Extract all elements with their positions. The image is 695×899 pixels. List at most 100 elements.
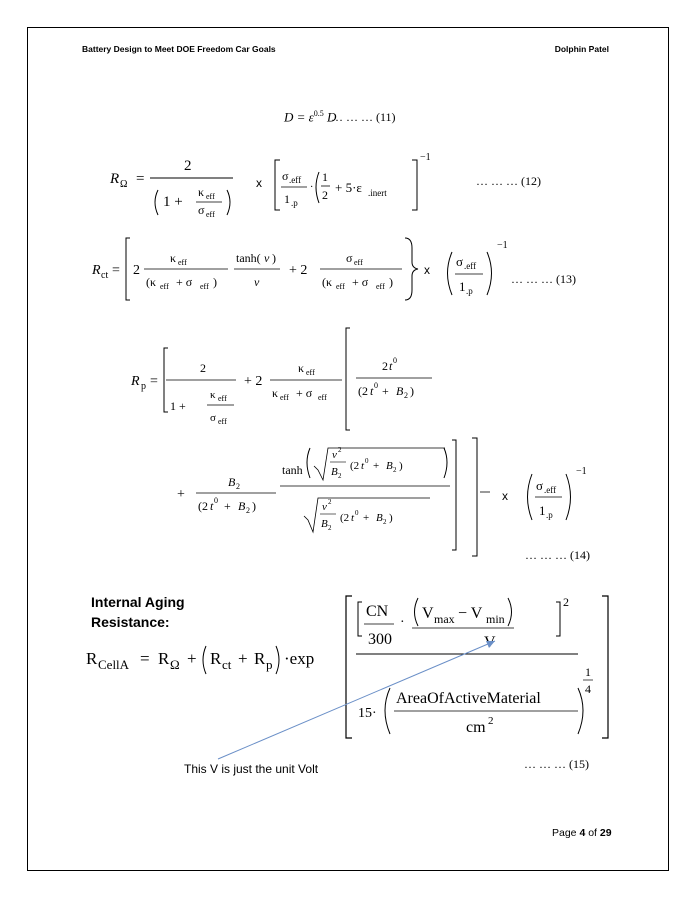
svg-text:1 +: 1 + bbox=[170, 399, 186, 413]
svg-text:σ: σ bbox=[346, 251, 353, 265]
svg-text:): ) bbox=[399, 460, 403, 472]
svg-text:κ: κ bbox=[170, 251, 176, 265]
eq14-label: … … … (14) bbox=[525, 548, 590, 562]
svg-text:σ: σ bbox=[456, 254, 463, 269]
svg-text:.p: .p bbox=[466, 286, 473, 296]
svg-text:=: = bbox=[150, 374, 158, 389]
svg-text:+: + bbox=[373, 460, 379, 472]
svg-text:eff: eff bbox=[200, 282, 209, 291]
svg-text:+ 2: + 2 bbox=[289, 263, 307, 278]
page-border bbox=[27, 27, 669, 871]
eq12-label: … … … (12) bbox=[476, 174, 541, 188]
svg-text:eff: eff bbox=[354, 258, 363, 267]
svg-text:Ω: Ω bbox=[120, 179, 127, 190]
svg-text:1: 1 bbox=[585, 665, 591, 679]
svg-text:eff: eff bbox=[280, 393, 289, 402]
svg-text:B: B bbox=[386, 460, 393, 472]
svg-text:t: t bbox=[351, 512, 355, 524]
svg-text:σ: σ bbox=[198, 203, 205, 217]
svg-text:B: B bbox=[228, 475, 236, 489]
svg-text:=: = bbox=[140, 649, 150, 668]
svg-text:eff: eff bbox=[376, 282, 385, 291]
svg-text:σ: σ bbox=[536, 478, 543, 493]
svg-text:−1: −1 bbox=[576, 466, 587, 477]
section-heading-line2: Resistance: bbox=[91, 614, 170, 630]
svg-text:0: 0 bbox=[365, 457, 369, 465]
svg-text:+: + bbox=[382, 384, 389, 398]
svg-text:eff: eff bbox=[206, 192, 215, 201]
svg-text:): ) bbox=[213, 275, 217, 289]
svg-text:): ) bbox=[389, 512, 393, 524]
svg-text:2: 2 bbox=[200, 361, 206, 375]
svg-text:R: R bbox=[158, 649, 170, 668]
svg-text:2: 2 bbox=[338, 446, 342, 454]
section-heading-line1: Internal Aging bbox=[91, 594, 185, 610]
svg-text:2: 2 bbox=[328, 498, 332, 506]
svg-text:300: 300 bbox=[368, 631, 392, 648]
svg-text:ν: ν bbox=[332, 449, 337, 461]
svg-text:κ: κ bbox=[198, 185, 204, 199]
svg-text:+ 2: + 2 bbox=[244, 374, 262, 389]
svg-text:1: 1 bbox=[539, 503, 546, 518]
svg-text:.p: .p bbox=[291, 198, 298, 208]
svg-text:σ: σ bbox=[282, 169, 289, 183]
section-heading: Internal Aging Resistance: bbox=[91, 592, 185, 632]
svg-text:−1: −1 bbox=[497, 240, 508, 251]
svg-text:ct: ct bbox=[222, 657, 232, 672]
svg-text:ν: ν bbox=[264, 251, 270, 265]
svg-text:2: 2 bbox=[393, 466, 397, 474]
svg-text:15·: 15· bbox=[358, 706, 377, 721]
svg-text:2: 2 bbox=[322, 188, 328, 202]
annotation-arrow bbox=[217, 640, 496, 760]
svg-text:κ: κ bbox=[210, 389, 216, 401]
svg-text:κ: κ bbox=[272, 386, 278, 400]
svg-text:t: t bbox=[370, 384, 374, 398]
svg-text:eff: eff bbox=[160, 282, 169, 291]
svg-text:+: + bbox=[363, 512, 369, 524]
svg-text:p: p bbox=[266, 657, 273, 672]
svg-text:2: 2 bbox=[488, 715, 494, 727]
svg-text:ν: ν bbox=[254, 275, 260, 289]
svg-text:ν: ν bbox=[322, 501, 327, 513]
svg-text:R: R bbox=[254, 649, 266, 668]
svg-text:2: 2 bbox=[246, 506, 250, 515]
page-number: Page 4 of 29 bbox=[552, 827, 612, 839]
svg-text:+ σ: + σ bbox=[176, 275, 193, 289]
eq13-label: … … … (13) bbox=[511, 272, 576, 286]
svg-text:t: t bbox=[361, 460, 365, 472]
svg-text:·: · bbox=[400, 615, 405, 630]
svg-text:B: B bbox=[376, 512, 383, 524]
eq11-label: … … … (11) bbox=[331, 110, 396, 124]
svg-text:0: 0 bbox=[214, 496, 218, 505]
svg-text:B: B bbox=[321, 518, 328, 530]
svg-text:+: + bbox=[177, 487, 185, 502]
svg-text:(κ: (κ bbox=[322, 275, 332, 289]
svg-text:+ σ: + σ bbox=[296, 386, 313, 400]
svg-text:CellA: CellA bbox=[98, 657, 130, 672]
svg-text:.p: .p bbox=[546, 510, 553, 520]
svg-text:R: R bbox=[91, 263, 101, 278]
svg-text:x: x bbox=[502, 489, 508, 503]
svg-text:−1: −1 bbox=[420, 152, 431, 163]
annotation-arrowhead bbox=[486, 641, 495, 648]
svg-text:): ) bbox=[252, 499, 256, 513]
svg-text:2: 2 bbox=[383, 518, 387, 526]
svg-text:(2: (2 bbox=[198, 499, 208, 513]
svg-text:p: p bbox=[141, 381, 146, 392]
svg-text:2: 2 bbox=[563, 595, 569, 609]
svg-text:eff: eff bbox=[206, 210, 215, 219]
svg-text:=: = bbox=[136, 171, 144, 187]
svg-text:+: + bbox=[224, 499, 231, 513]
svg-text:x: x bbox=[256, 176, 262, 190]
svg-text:R: R bbox=[86, 649, 98, 668]
svg-text:R: R bbox=[130, 374, 140, 389]
svg-text:.eff: .eff bbox=[289, 175, 301, 185]
svg-text:(2: (2 bbox=[340, 512, 349, 524]
svg-text:): ) bbox=[389, 275, 393, 289]
svg-text:B: B bbox=[396, 384, 404, 398]
svg-text:(2: (2 bbox=[350, 460, 359, 472]
annotation-note: This V is just the unit Volt bbox=[184, 762, 319, 776]
svg-text:R: R bbox=[109, 171, 119, 187]
svg-text:R: R bbox=[210, 649, 222, 668]
